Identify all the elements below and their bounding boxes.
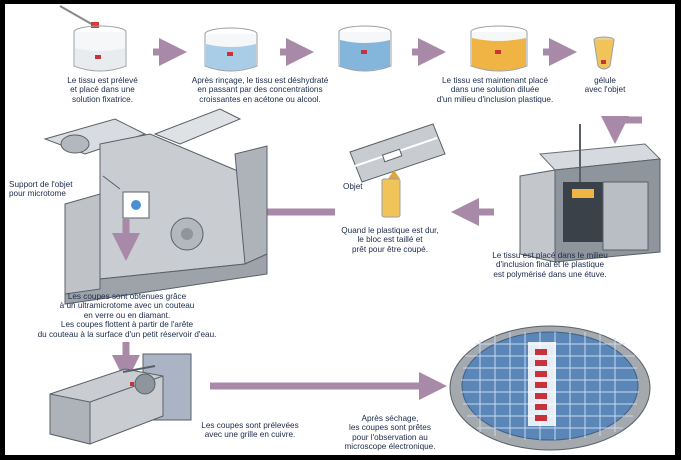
knife-boat-icon: [49, 353, 192, 445]
support-leader-line: [102, 175, 121, 190]
diagram-artwork: [43, 5, 662, 451]
beaker-resin-icon: [470, 25, 528, 72]
caption-sectioning: Les coupes sont obtenues grâce à un ultr…: [37, 292, 217, 339]
caption-dehydration: Après rinçage, le tissu est déshydraté e…: [191, 76, 329, 104]
caption-fixation: Le tissu est prélevé et placé dans une s…: [67, 76, 138, 104]
copper-grid-icon: [449, 325, 651, 451]
label-support: Support de l'objet pour microtome: [9, 180, 73, 199]
caption-capsule: gélule avec l'objet: [584, 76, 626, 95]
caption-trimming: Quand le plastique est dur, le bloc est …: [341, 226, 439, 254]
arrow-5: [601, 116, 642, 144]
caption-observation: Après séchage, les coupes sont prêtes po…: [344, 414, 436, 452]
beaker-acetone-concentrated-icon: [338, 25, 392, 72]
capsule-icon: [593, 36, 615, 70]
beaker-fixative-icon: [59, 5, 127, 72]
label-objet: Objet: [343, 182, 363, 191]
resin-block-icon: [381, 170, 401, 218]
razor-blade-icon: [349, 123, 446, 183]
ultramicrotome-icon: [43, 108, 268, 305]
beaker-acetone-icon: [204, 27, 258, 72]
oven-icon: [519, 124, 662, 263]
caption-infiltration: Le tissu est maintenant placé dans une s…: [436, 76, 554, 104]
caption-polymerization: Le tissu est placé dans le milieu d'incl…: [492, 251, 608, 279]
caption-grid-pickup: Les coupes sont prélevées avec une grill…: [201, 421, 299, 440]
diagram-canvas: Le tissu est prélevé et placé dans une s…: [5, 4, 675, 455]
